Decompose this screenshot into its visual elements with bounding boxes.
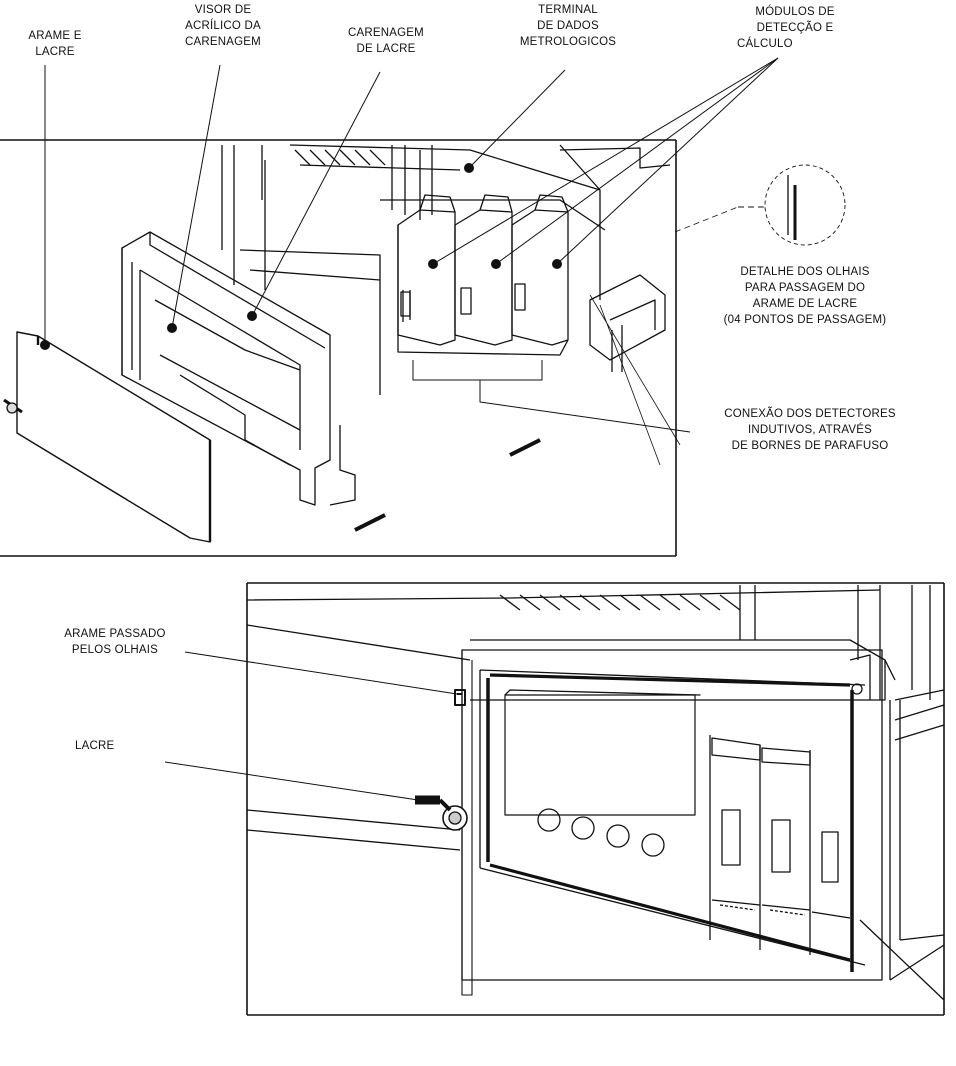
rail-top-bottom: [246, 585, 945, 981]
label-terminal-dados: TERMINAL DE DADOS METROLOGICOS: [498, 2, 638, 50]
label-line: DETALHE DOS OLHAIS: [740, 266, 870, 278]
label-carenagem-de-lacre: CARENAGEM DE LACRE: [336, 25, 436, 57]
label-line: METROLOGICOS: [519, 36, 617, 48]
label-line: VISOR DE: [194, 4, 252, 16]
label-line: DE DADOS: [537, 20, 599, 32]
label-detalhe-olhais: DETALHE DOS OLHAIS PARA PASSAGEM DO ARAM…: [690, 264, 920, 328]
label-lacre: LACRE: [75, 738, 114, 754]
detection-modules: [397, 194, 569, 356]
label-visor-acrilico: VISOR DE ACRÍLICO DA CARENAGEM: [168, 2, 278, 50]
label-line: TERMINAL: [538, 4, 598, 16]
label-line: DE BORNES DE PARAFUSO: [731, 440, 889, 452]
label-line: DETECÇÃO E: [756, 22, 834, 34]
terminal-front: [461, 649, 945, 1001]
label-line: PELOS OLHAIS: [71, 644, 159, 656]
connection-bracket: [412, 360, 691, 433]
acrylic-visor: [3, 331, 212, 543]
label-line: LACRE: [75, 740, 115, 752]
seal-wire: [415, 689, 468, 831]
bottom-panel-frame: [246, 582, 945, 1016]
label-line: ACRÍLICO DA: [185, 20, 261, 32]
top-panel-frame: [0, 139, 677, 557]
label-line: MÓDULOS DE: [755, 6, 835, 18]
leader-dots-top: [40, 163, 562, 350]
direction-arrows: [354, 438, 541, 532]
label-line: ARAME DE LACRE: [752, 298, 858, 310]
label-line: CÁLCULO: [737, 38, 793, 50]
label-arame-passado: ARAME PASSADO PELOS OLHAIS: [40, 626, 190, 658]
label-line: ARAME PASSADO: [64, 628, 166, 640]
label-modulos-deteccao: MÓDULOS DE DETECÇÃO E CÁLCULO: [735, 4, 855, 52]
label-line: CARENAGEM: [348, 27, 424, 39]
detail-circle: [674, 164, 846, 246]
leader-lines-top: [44, 57, 779, 345]
label-line: CARENAGEM: [185, 36, 261, 48]
label-line: CONEXÃO DOS DETECTORES: [724, 408, 896, 420]
label-line: INDUTIVOS, ATRAVÉS: [748, 424, 872, 436]
label-line: PARA PASSAGEM DO: [744, 282, 866, 294]
rail-housing: [221, 144, 681, 466]
seal-housing: [121, 231, 356, 506]
label-line: ARAME E: [28, 30, 82, 42]
label-conexao-detectores: CONEXÃO DOS DETECTORES INDUTIVOS, ATRAVÉ…: [690, 406, 930, 454]
label-line: (04 PONTOS DE PASSAGEM): [723, 314, 887, 326]
leader-lines-bottom: [164, 651, 458, 801]
label-line: LACRE: [35, 46, 75, 58]
label-line: DE LACRE: [356, 43, 416, 55]
label-arame-e-lacre: ARAME E LACRE: [20, 28, 90, 60]
